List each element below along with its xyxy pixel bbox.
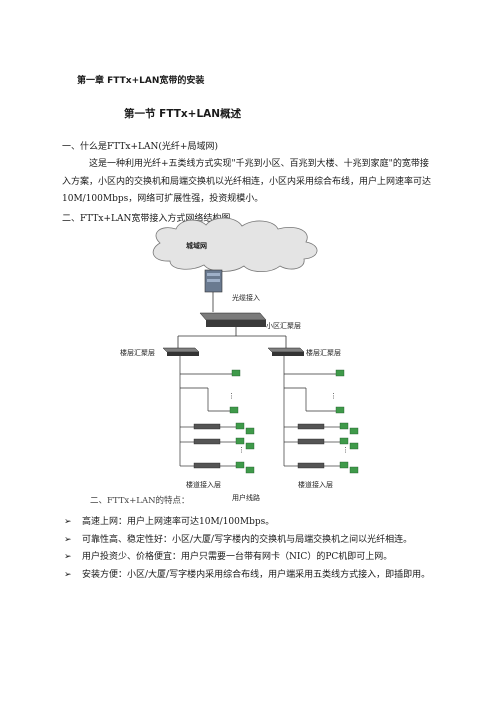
- building-agg-right-label: 楼层汇聚层: [306, 348, 341, 357]
- fiber-access-label: 光缆接入: [232, 293, 260, 302]
- user-pc-icons: [229, 369, 359, 474]
- list-item: ➢可靠性高、稳定性好：小区/大厦/写字楼内的交换机与局端交换机之间以光纤相连。: [64, 532, 436, 550]
- floor-switches-right: [297, 423, 325, 469]
- feature-list: ➢高速上网：用户上网速率可达10M/100Mbps。 ➢可靠性高、稳定性好：小区…: [64, 514, 436, 584]
- floor-access-right-label: 楼道接入层: [298, 480, 333, 489]
- heading-what-is: 一、什么是FTTx+LAN(光纤+局域网): [62, 142, 218, 152]
- heading-features: 二、FTTx+LAN的特点：: [90, 496, 190, 506]
- bullet-arrow-icon: ➢: [64, 552, 72, 562]
- dots-left-upper: ⋮: [228, 392, 235, 400]
- dots-right-upper: ⋮: [330, 392, 337, 400]
- bullet-arrow-icon: ➢: [64, 569, 72, 580]
- list-item: ➢高速上网：用户上网速率可达10M/100Mbps。: [64, 514, 436, 532]
- heading-network-diagram: 二、FTTx+LAN宽带接入方式网络结构图: [62, 214, 231, 224]
- community-agg-label: 小区汇聚层: [266, 321, 301, 330]
- building-switch-right-icon: [267, 347, 305, 356]
- community-switch-icon: [199, 312, 267, 327]
- dots-left-lower: ⋮: [238, 446, 245, 454]
- metro-network-cloud: [152, 217, 318, 273]
- cloud-label: 城域网: [186, 241, 207, 250]
- section-title: 第一节 FTTx+LAN概述: [124, 108, 242, 120]
- list-item: ➢用户投资少、价格便宜：用户只需要一台带有网卡（NIC）的PC机即可上网。: [64, 549, 436, 567]
- intro-paragraph: 这是一种利用光纤+五类线方式实现"千兆到小区、百兆到大楼、十兆到家庭"的宽带接入…: [62, 159, 432, 204]
- building-switch-left-icon: [162, 347, 200, 356]
- user-cable-label: 用户线路: [232, 493, 260, 502]
- floor-switches-left: [193, 423, 221, 469]
- dots-right-lower: ⋮: [342, 446, 349, 454]
- bullet-arrow-icon: ➢: [64, 534, 72, 545]
- list-item: ➢安装方便：小区/大厦/写字楼内采用综合布线，用户端采用五类线方式接入，即插即用…: [64, 567, 436, 585]
- chapter-title: 第一章 FTTx+LAN宽带的安装: [77, 76, 205, 86]
- building-agg-left-label: 楼层汇聚层: [120, 348, 155, 357]
- fiber-router-icon: [204, 269, 223, 293]
- floor-access-left-label: 楼道接入层: [186, 480, 221, 489]
- bullet-arrow-icon: ➢: [64, 517, 72, 527]
